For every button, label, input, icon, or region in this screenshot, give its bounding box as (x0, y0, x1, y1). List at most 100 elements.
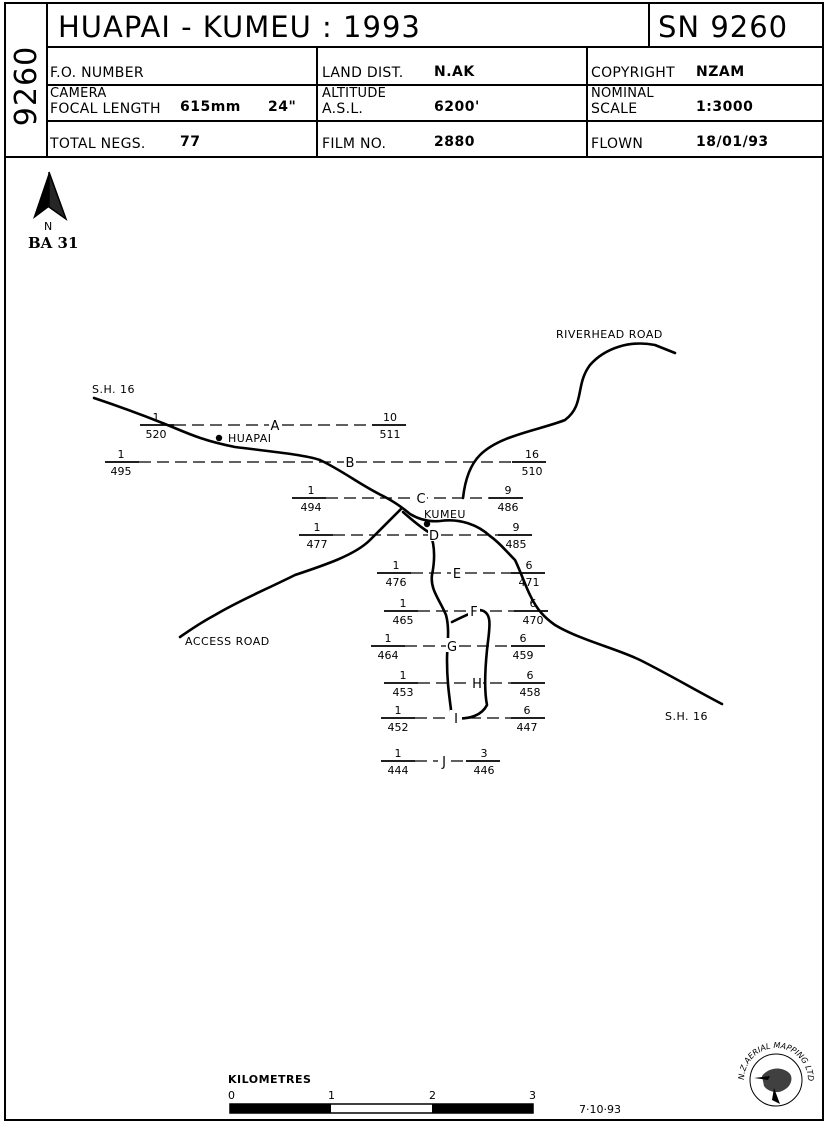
run-b-end-frame: 510 (522, 465, 543, 478)
run-b-end-neg: 16 (525, 448, 539, 461)
run-c-letter: C (416, 492, 425, 507)
run-f-start-frame: 465 (393, 614, 414, 627)
run-h-letter: H (472, 677, 482, 692)
copyright-label: COPYRIGHT (591, 65, 675, 81)
nominal-label: NOMINAL (591, 86, 654, 101)
run-j-start-frame: 444 (388, 764, 409, 777)
scale-label: SCALE (591, 101, 638, 117)
scale-bar: KILOMETRES 0 1 2 3 7·10·93 (228, 1073, 621, 1116)
camera-label: CAMERA (50, 86, 107, 101)
run-d-end-neg: 9 (513, 521, 520, 534)
map-sheet: 9 2 6 0 HUAPAI - KUMEU : 1993 SN 9260 F.O. … (4, 2, 824, 1121)
run-f-end-neg: 6 (530, 597, 537, 610)
total-negs-label: TOTAL NEGS. (50, 136, 146, 152)
scale-tick-3: 3 (529, 1089, 536, 1102)
plot-date: 7·10·93 (579, 1103, 621, 1116)
copyright-value: NZAM (696, 64, 745, 80)
run-g-start-neg: 1 (385, 632, 392, 645)
flown-label: FLOWN (591, 136, 644, 152)
run-j-letter: J (441, 755, 446, 770)
run-d-end-frame: 485 (506, 538, 527, 551)
run-d-letter: D (429, 529, 439, 544)
scale-value: 1:3000 (696, 99, 754, 115)
run-a-end-frame: 511 (380, 428, 401, 441)
run-j-start-neg: 1 (395, 747, 402, 760)
land-dist-label: LAND DIST. (322, 65, 404, 81)
asl-label: A.S.L. (322, 101, 364, 117)
scale-segment-1 (230, 1104, 331, 1113)
film-no-label: FILM NO. (322, 136, 387, 152)
run-f-letter-bg (468, 603, 480, 617)
run-c-start-neg: 1 (308, 484, 315, 497)
run-i-start-neg: 1 (395, 704, 402, 717)
total-negs-value: 77 (180, 134, 201, 150)
run-i-end-neg: 6 (524, 704, 531, 717)
run-g-start-frame: 464 (378, 649, 399, 662)
run-c-start-frame: 494 (301, 501, 322, 514)
run-h-start-frame: 453 (393, 686, 414, 699)
run-i-end-frame: 447 (517, 721, 538, 734)
run-g-end-frame: 459 (513, 649, 534, 662)
run-g-letter-bg (446, 638, 458, 652)
scale-segment-3 (432, 1104, 533, 1113)
place-huapai: HUAPAI (228, 432, 272, 445)
run-e-letter-bg (451, 565, 463, 579)
altitude-value: 6200' (434, 99, 480, 115)
flight-runs: A152010511B149516510C14949486D14779485E1… (105, 411, 548, 777)
run-e-start-frame: 476 (386, 576, 407, 589)
run-a-start-frame: 520 (146, 428, 167, 441)
run-e-letter: E (453, 567, 461, 582)
run-b-start-frame: 495 (111, 465, 132, 478)
run-j-end-frame: 446 (474, 764, 495, 777)
kumeu-dot (423, 520, 431, 528)
fo-number-label: F.O. NUMBER (50, 65, 144, 81)
side-id-divider (46, 4, 48, 156)
run-e-start-neg: 1 (393, 559, 400, 572)
row-divider-1 (46, 84, 822, 86)
road-label-sh16-east: S.H. 16 (665, 710, 708, 723)
sheet-number: SN 9260 (658, 10, 789, 44)
nz-aerial-mapping-logo: N.Z.AERIAL MAPPING LTD (737, 1041, 815, 1107)
road-sh16 (92, 396, 724, 706)
column-divider-1 (316, 46, 318, 156)
road-riverhead (461, 342, 677, 500)
focal-length-label-2: FOCAL LENGTH (50, 101, 161, 117)
scale-tick-2: 2 (429, 1089, 436, 1102)
run-a-end-neg: 10 (383, 411, 397, 424)
map-title: HUAPAI - KUMEU : 1993 (58, 10, 421, 44)
run-d-letter-bg (428, 527, 440, 541)
run-b-letter: B (346, 456, 355, 471)
row-divider-2 (46, 120, 822, 122)
road-label-sh16-west: S.H. 16 (92, 383, 135, 396)
run-a-letter: A (271, 419, 280, 434)
run-h-end-frame: 458 (520, 686, 541, 699)
land-dist-value: N.AK (434, 64, 475, 80)
film-no-value: 2880 (434, 134, 475, 150)
focal-length-inches: 24" (268, 99, 297, 115)
run-b-start-neg: 1 (118, 448, 125, 461)
run-a-letter-bg (269, 417, 281, 431)
run-b-letter-bg (344, 454, 356, 468)
run-d-start-neg: 1 (314, 521, 321, 534)
road-kumeu-south (401, 510, 491, 720)
run-h-end-neg: 6 (527, 669, 534, 682)
run-g-end-neg: 6 (520, 632, 527, 645)
scale-tick-0: 0 (228, 1089, 235, 1102)
column-divider-2 (586, 46, 588, 156)
altitude-label: ALTITUDE (322, 86, 387, 101)
run-g-letter: G (447, 640, 457, 655)
run-f-start-neg: 1 (400, 597, 407, 610)
run-i-letter: I (454, 712, 458, 727)
place-kumeu: KUMEU (424, 508, 466, 521)
run-a-start-neg: 1 (153, 411, 160, 424)
run-h-letter-bg (471, 675, 483, 689)
huapai-dot (215, 434, 223, 442)
focal-length-mm: 615mm (180, 99, 241, 115)
scale-title: KILOMETRES (228, 1073, 311, 1086)
title-block: 9260 HUAPAI - KUMEU : 1993 SN 9260 F.O. … (6, 4, 822, 158)
run-i-letter-bg (450, 710, 462, 724)
index-code: BA 31 (28, 234, 78, 252)
north-arrow-icon (33, 171, 68, 221)
run-e-end-neg: 6 (526, 559, 533, 572)
